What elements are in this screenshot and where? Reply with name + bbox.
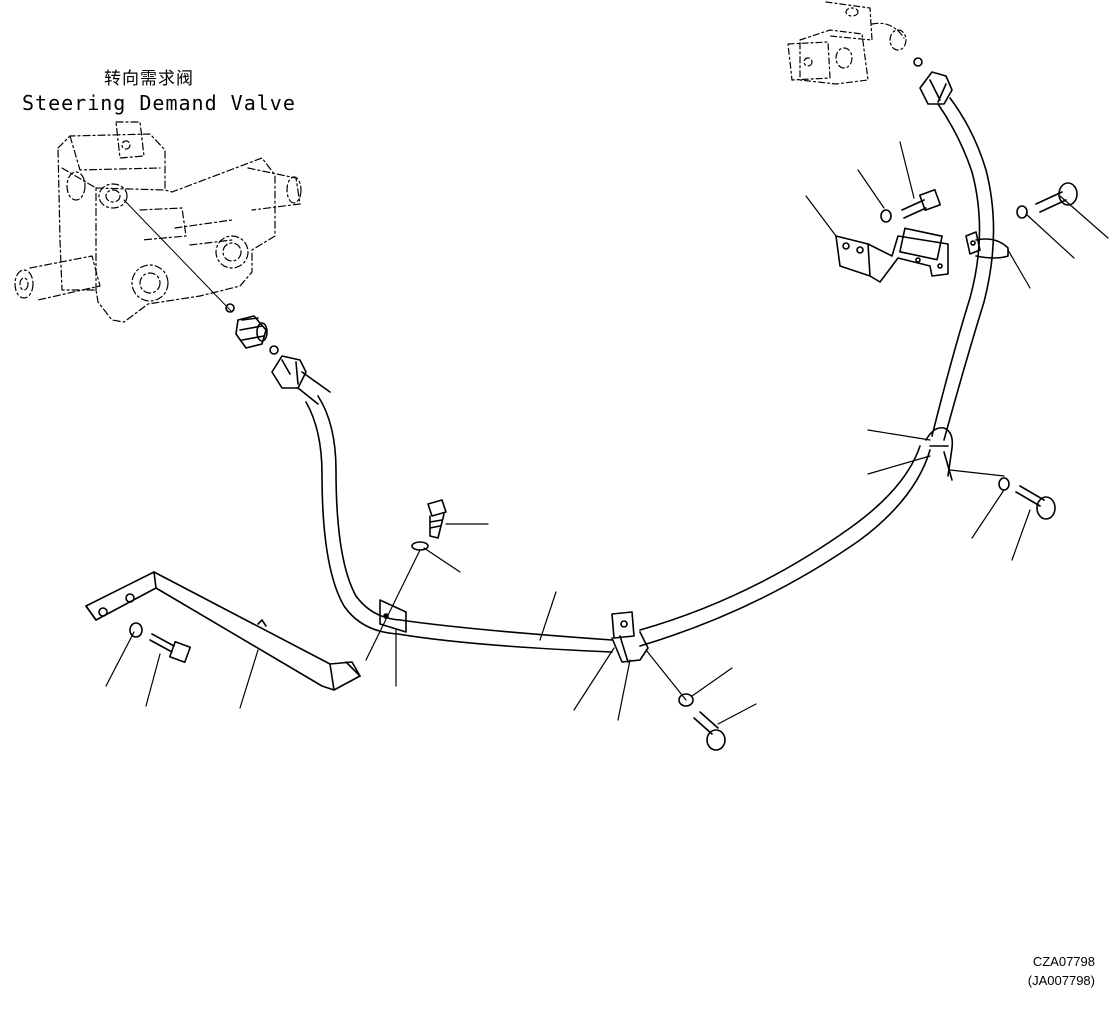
title-chinese: 转向需求阀 — [104, 69, 194, 89]
leader-lines — [105, 141, 1109, 725]
hose-clamp-right — [925, 426, 954, 481]
hose-end-fitting-left — [271, 355, 331, 405]
bolt-upper-middle — [901, 188, 942, 219]
bolt-middle — [693, 711, 726, 751]
bolt-lower-left — [149, 633, 192, 664]
upper-connector-block — [787, 1, 907, 85]
washer-upper-middle — [880, 209, 892, 223]
drawing-code-secondary: (JA007798) — [1027, 973, 1095, 988]
mounting-bracket-upper — [835, 227, 949, 283]
o-ring-top — [913, 57, 923, 67]
drawing-code: CZA07798 — [1032, 954, 1095, 969]
steering-demand-valve — [14, 121, 302, 323]
o-ring-lower — [269, 345, 279, 355]
washer-lower-left — [129, 622, 143, 638]
bolt-right — [1015, 485, 1056, 520]
mounting-bracket-left — [85, 571, 361, 691]
o-ring-upper — [225, 303, 235, 313]
hydraulic-hose — [305, 97, 995, 653]
bolt-upper-right — [1035, 182, 1078, 213]
hose-clamp-middle — [611, 611, 649, 663]
hose-clamp-upper — [965, 231, 1009, 259]
bolt-top-left — [427, 499, 447, 539]
washer-upper-right — [1016, 205, 1028, 219]
washer-right — [998, 477, 1010, 491]
adapter-fitting — [225, 303, 279, 355]
washer-middle — [678, 693, 694, 707]
title-english: Steering Demand Valve — [22, 91, 296, 115]
hose-end-fitting-upper — [913, 57, 953, 105]
hose-sleeve — [379, 599, 407, 633]
port-centerline — [123, 199, 233, 313]
